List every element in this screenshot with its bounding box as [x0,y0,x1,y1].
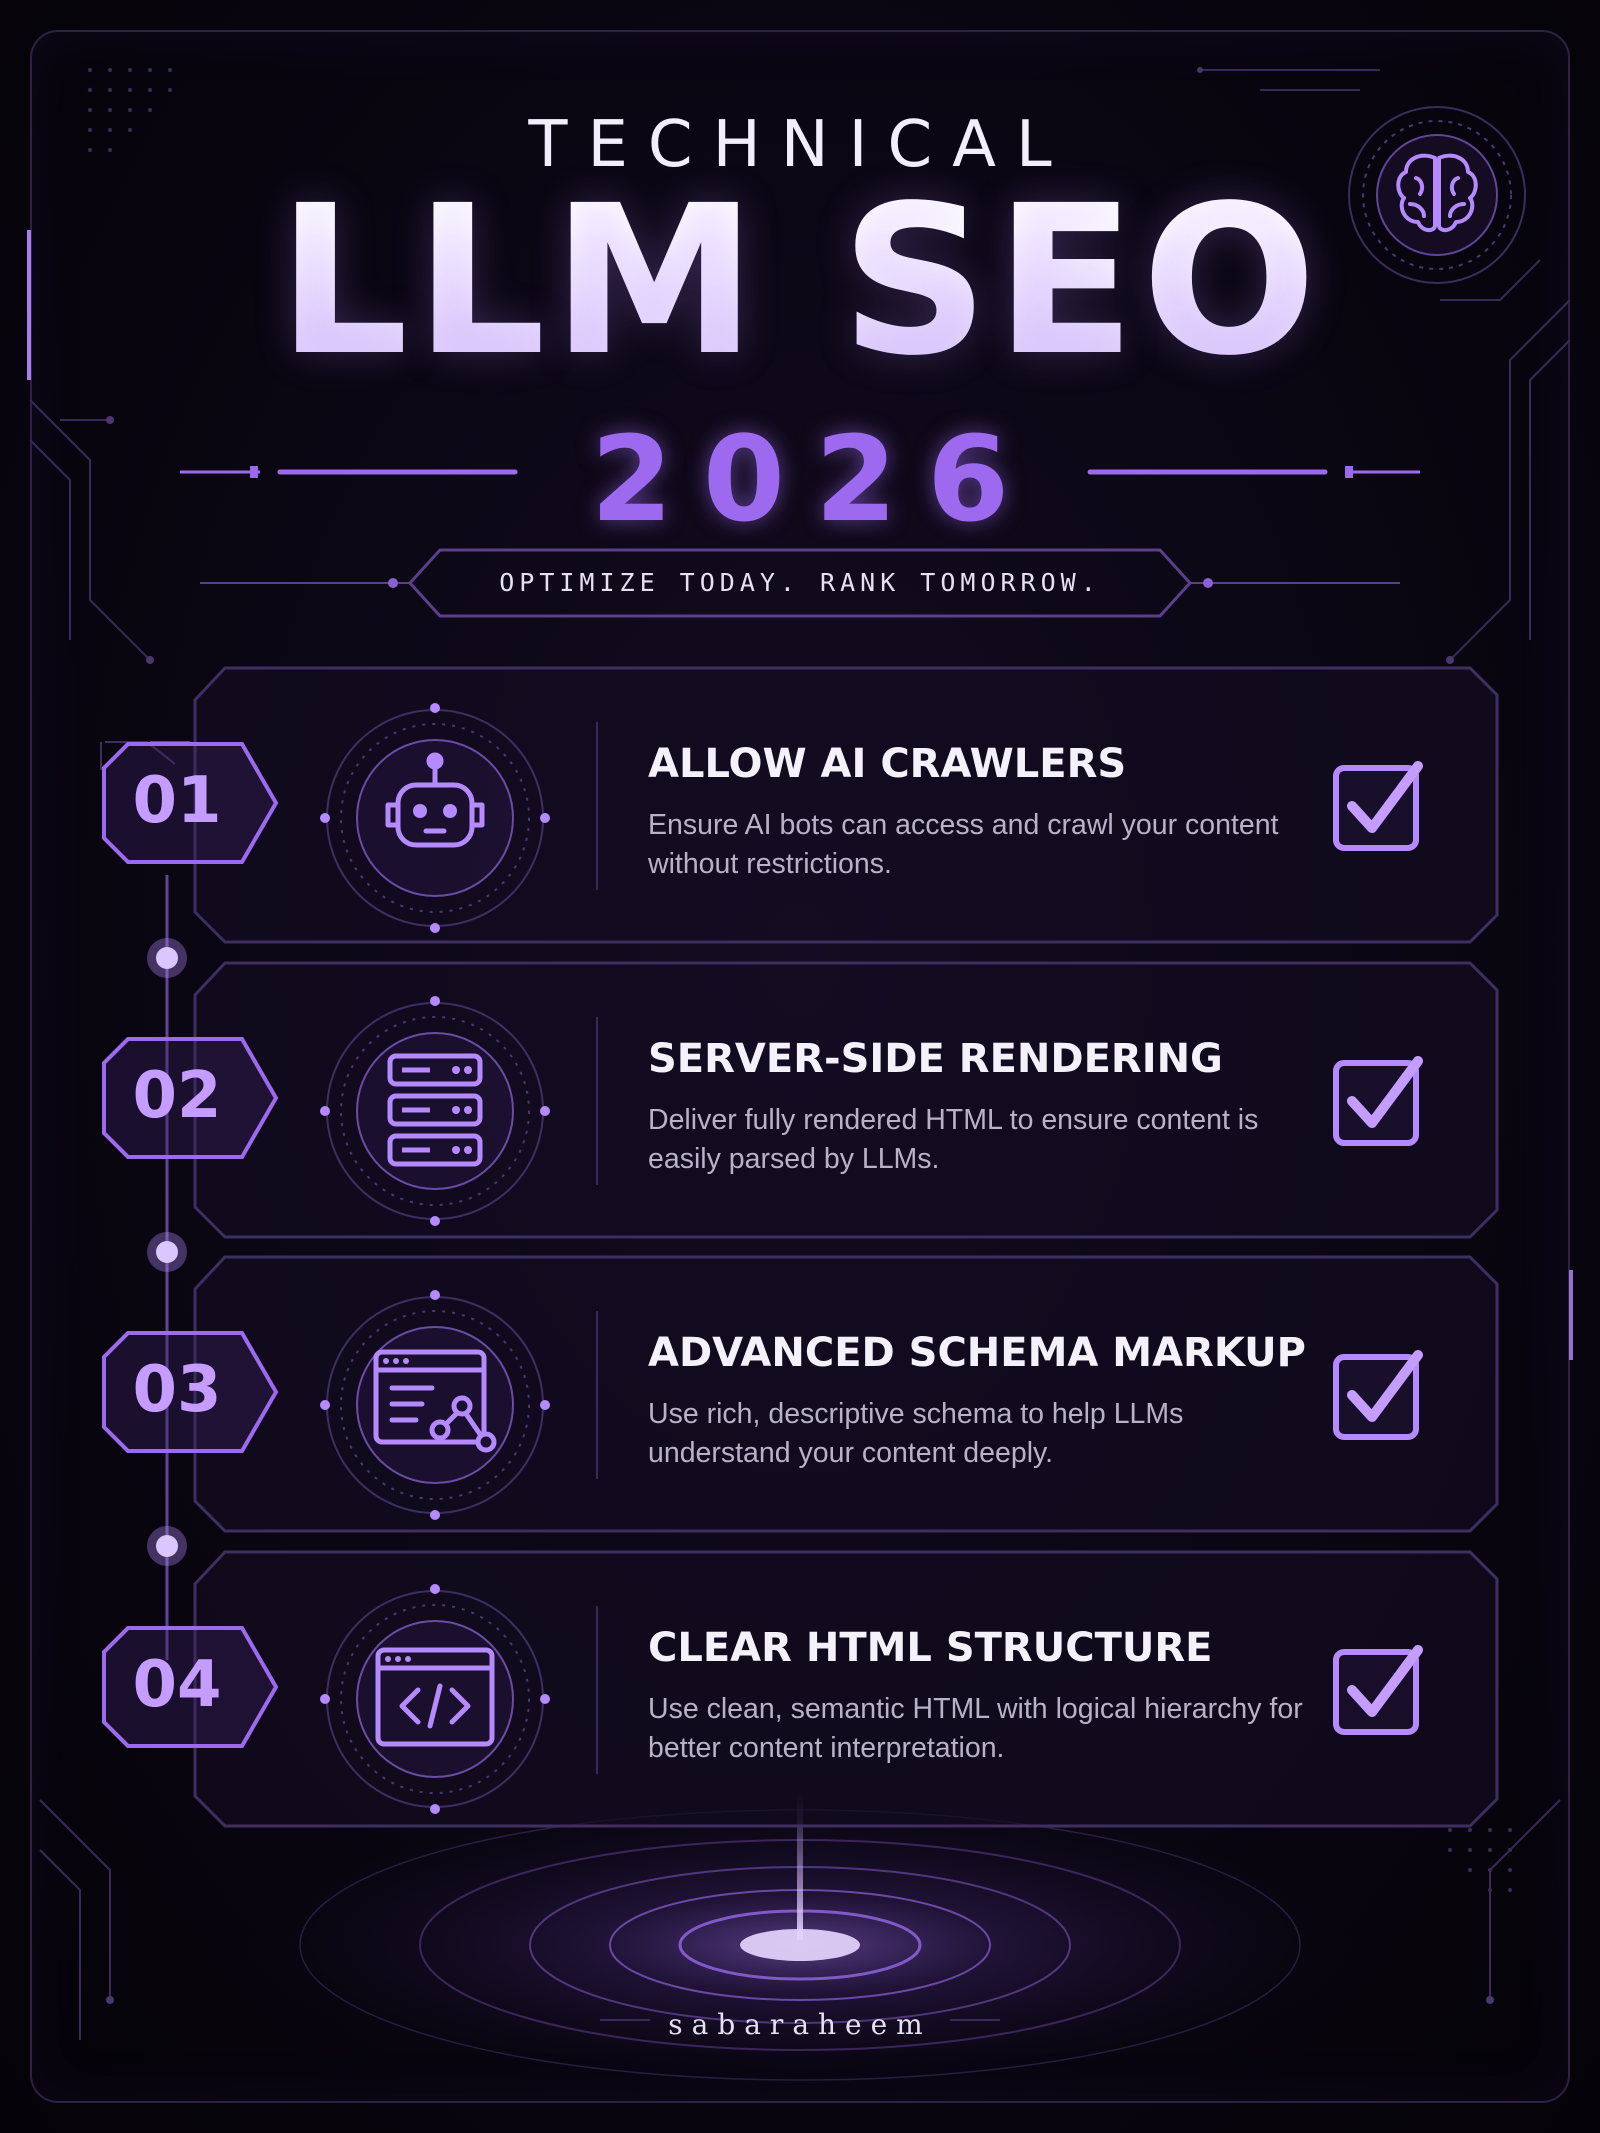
title-technical: TECHNICAL [528,108,1072,182]
step-description: Use clean, semantic HTML with logical hi… [648,1693,1303,1764]
brain-icon [1396,153,1478,233]
step-title: CLEAR HTML STRUCTURE [648,1625,1213,1671]
checkbox-checked-icon [1333,1645,1423,1735]
step-description: Ensure AI bots can access and crawl your… [648,809,1279,880]
tagline: OPTIMIZE TODAY. RANK TOMORROW. [499,568,1101,597]
step-number: 03 [132,1353,222,1427]
code-window-icon [375,1647,495,1747]
step-title: ALLOW AI CRAWLERS [648,741,1127,787]
step-card-frame [193,961,1499,1239]
step-number-badge [102,742,279,864]
checkbox-checked-icon [1333,761,1423,851]
step-card-frame [100,666,1499,944]
step-number-badge [102,1037,279,1159]
footer-brand: sabaraheem [668,2008,932,2041]
step-number: 01 [132,764,222,838]
step-number-badge [102,1626,279,1748]
checkbox-checked-icon [1333,1056,1423,1146]
step-card-frame [193,1255,1499,1533]
step-description: Deliver fully rendered HTML to ensure co… [648,1104,1259,1175]
title-llm-seo: LLM SEO [0,178,1600,384]
step-number-badge [102,1331,279,1453]
server-icon [387,1053,483,1167]
step-card-frame [193,1550,1499,1828]
step-number: 04 [132,1648,222,1722]
schema-window-icon [373,1349,487,1445]
outer-frame [30,30,1570,2103]
step-icon-ring [320,703,550,933]
robot-icon [385,752,485,848]
step-description: Use rich, descriptive schema to help LLM… [648,1398,1184,1469]
step-icon-ring [320,996,550,1226]
step-icon-ring [320,1584,550,1814]
step-number: 02 [132,1059,222,1133]
checkbox-checked-icon [1333,1350,1423,1440]
title-year: 2026 [590,410,1040,548]
step-title: SERVER-SIDE RENDERING [648,1036,1223,1082]
step-title: ADVANCED SCHEMA MARKUP [648,1330,1306,1376]
brain-badge [1348,106,1526,284]
step-icon-ring [320,1290,550,1520]
